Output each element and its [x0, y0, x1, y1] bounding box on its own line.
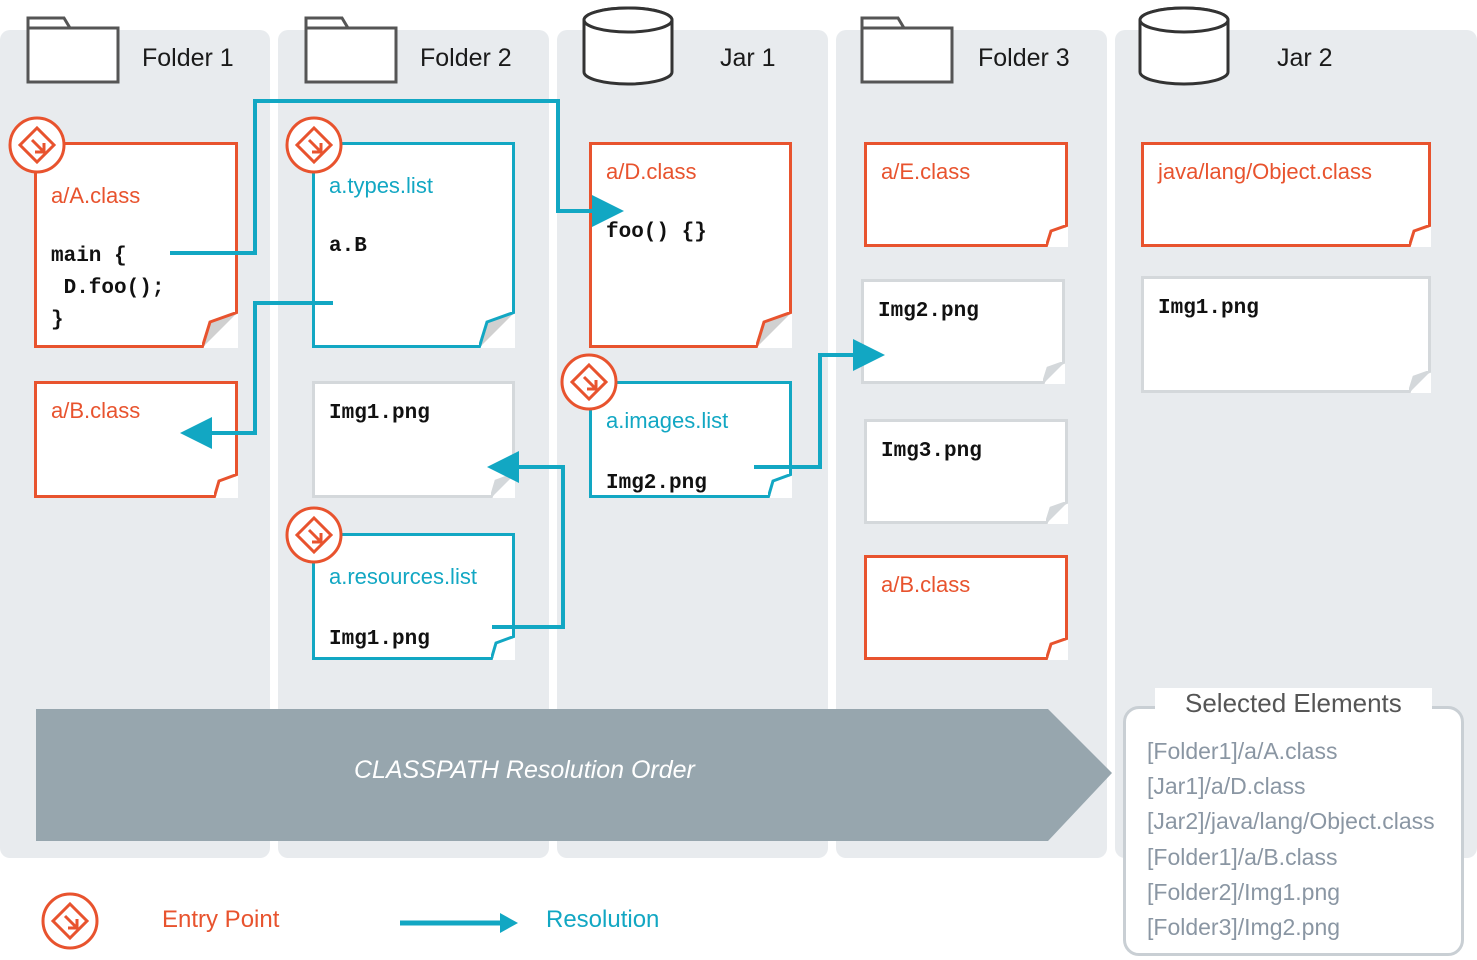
file-code: Img1.png: [329, 402, 430, 425]
file-name: a/E.class: [881, 159, 971, 184]
selected-item: [Folder1]/a/A.class: [1147, 738, 1338, 764]
selected-item: [Folder1]/a/B.class: [1147, 844, 1338, 870]
file-d-class: a/D.class foo() {}: [589, 142, 792, 348]
column-label: Folder 3: [978, 44, 1070, 72]
folder-icon: [26, 16, 120, 84]
legend-entry-point-label: Entry Point: [162, 906, 280, 933]
file-name: a/B.class: [51, 398, 141, 423]
arrow-types-to-b-class: [180, 301, 333, 449]
arrow-main-to-foo: [170, 99, 624, 255]
jar-icon: [1138, 6, 1230, 86]
banner-label: CLASSPATH Resolution Order: [354, 756, 695, 784]
column-label: Folder 1: [142, 44, 234, 72]
arrow-resources-to-img1: [487, 451, 565, 629]
column-label: Folder 2: [420, 44, 512, 72]
selected-item: [Folder3]/Img2.png: [1147, 914, 1341, 940]
file-img1-png: Img1.png: [312, 381, 515, 498]
resolution-order-banner: [36, 709, 1112, 841]
file-code: Img3.png: [881, 440, 982, 463]
file-object-class: java/lang/Object.class: [1141, 142, 1431, 247]
entry-point-icon: [560, 353, 618, 411]
file-code: a.B: [329, 235, 367, 258]
file-e-class: a/E.class: [864, 142, 1068, 247]
file-b-class-folder3: a/B.class: [864, 555, 1068, 660]
file-name: a.resources.list: [329, 564, 477, 589]
file-code: Img1.png: [329, 628, 430, 651]
legend-entry-point-icon: [41, 892, 99, 950]
file-code: Img2.png: [606, 472, 707, 495]
column-label: Jar 1: [720, 44, 776, 72]
file-img1-png-jar2: Img1.png: [1141, 276, 1431, 393]
selected-item: [Jar2]/java/lang/Object.class: [1147, 808, 1435, 834]
file-a-class: a/A.class main { D.foo(); }: [34, 142, 238, 348]
selected-item: [Jar1]/a/D.class: [1147, 773, 1306, 799]
arrow-images-to-img2: [754, 339, 885, 469]
selected-item: [Folder2]/Img1.png: [1147, 879, 1341, 905]
entry-point-icon: [285, 506, 343, 564]
selected-elements-title: Selected Elements: [1155, 688, 1432, 719]
selected-elements-box: [1123, 706, 1464, 956]
file-name: java/lang/Object.class: [1158, 159, 1372, 184]
file-types-list: a.types.list a.B: [312, 142, 515, 348]
column-label: Jar 2: [1277, 44, 1333, 72]
file-name: a/B.class: [881, 572, 971, 597]
entry-point-icon: [8, 116, 66, 174]
file-name: a.types.list: [329, 173, 433, 198]
file-name: a.images.list: [606, 408, 729, 433]
entry-point-icon: [285, 116, 343, 174]
jar-icon: [582, 6, 674, 86]
file-images-list: a.images.list Img2.png: [589, 381, 792, 498]
file-img3-png: Img3.png: [864, 419, 1068, 524]
file-resources-list: a.resources.list Img1.png: [312, 533, 515, 660]
file-name: a/A.class: [51, 183, 141, 208]
file-code: main { D.foo(); }: [51, 245, 165, 332]
file-code: Img1.png: [1158, 297, 1259, 320]
legend-resolution-arrow-icon: [400, 913, 518, 933]
folder-icon: [860, 16, 954, 84]
file-code: Img2.png: [878, 300, 979, 323]
file-name: a/D.class: [606, 159, 697, 184]
file-img2-png: Img2.png: [861, 279, 1065, 384]
legend-resolution-label: Resolution: [546, 906, 660, 933]
folder-icon: [304, 16, 398, 84]
